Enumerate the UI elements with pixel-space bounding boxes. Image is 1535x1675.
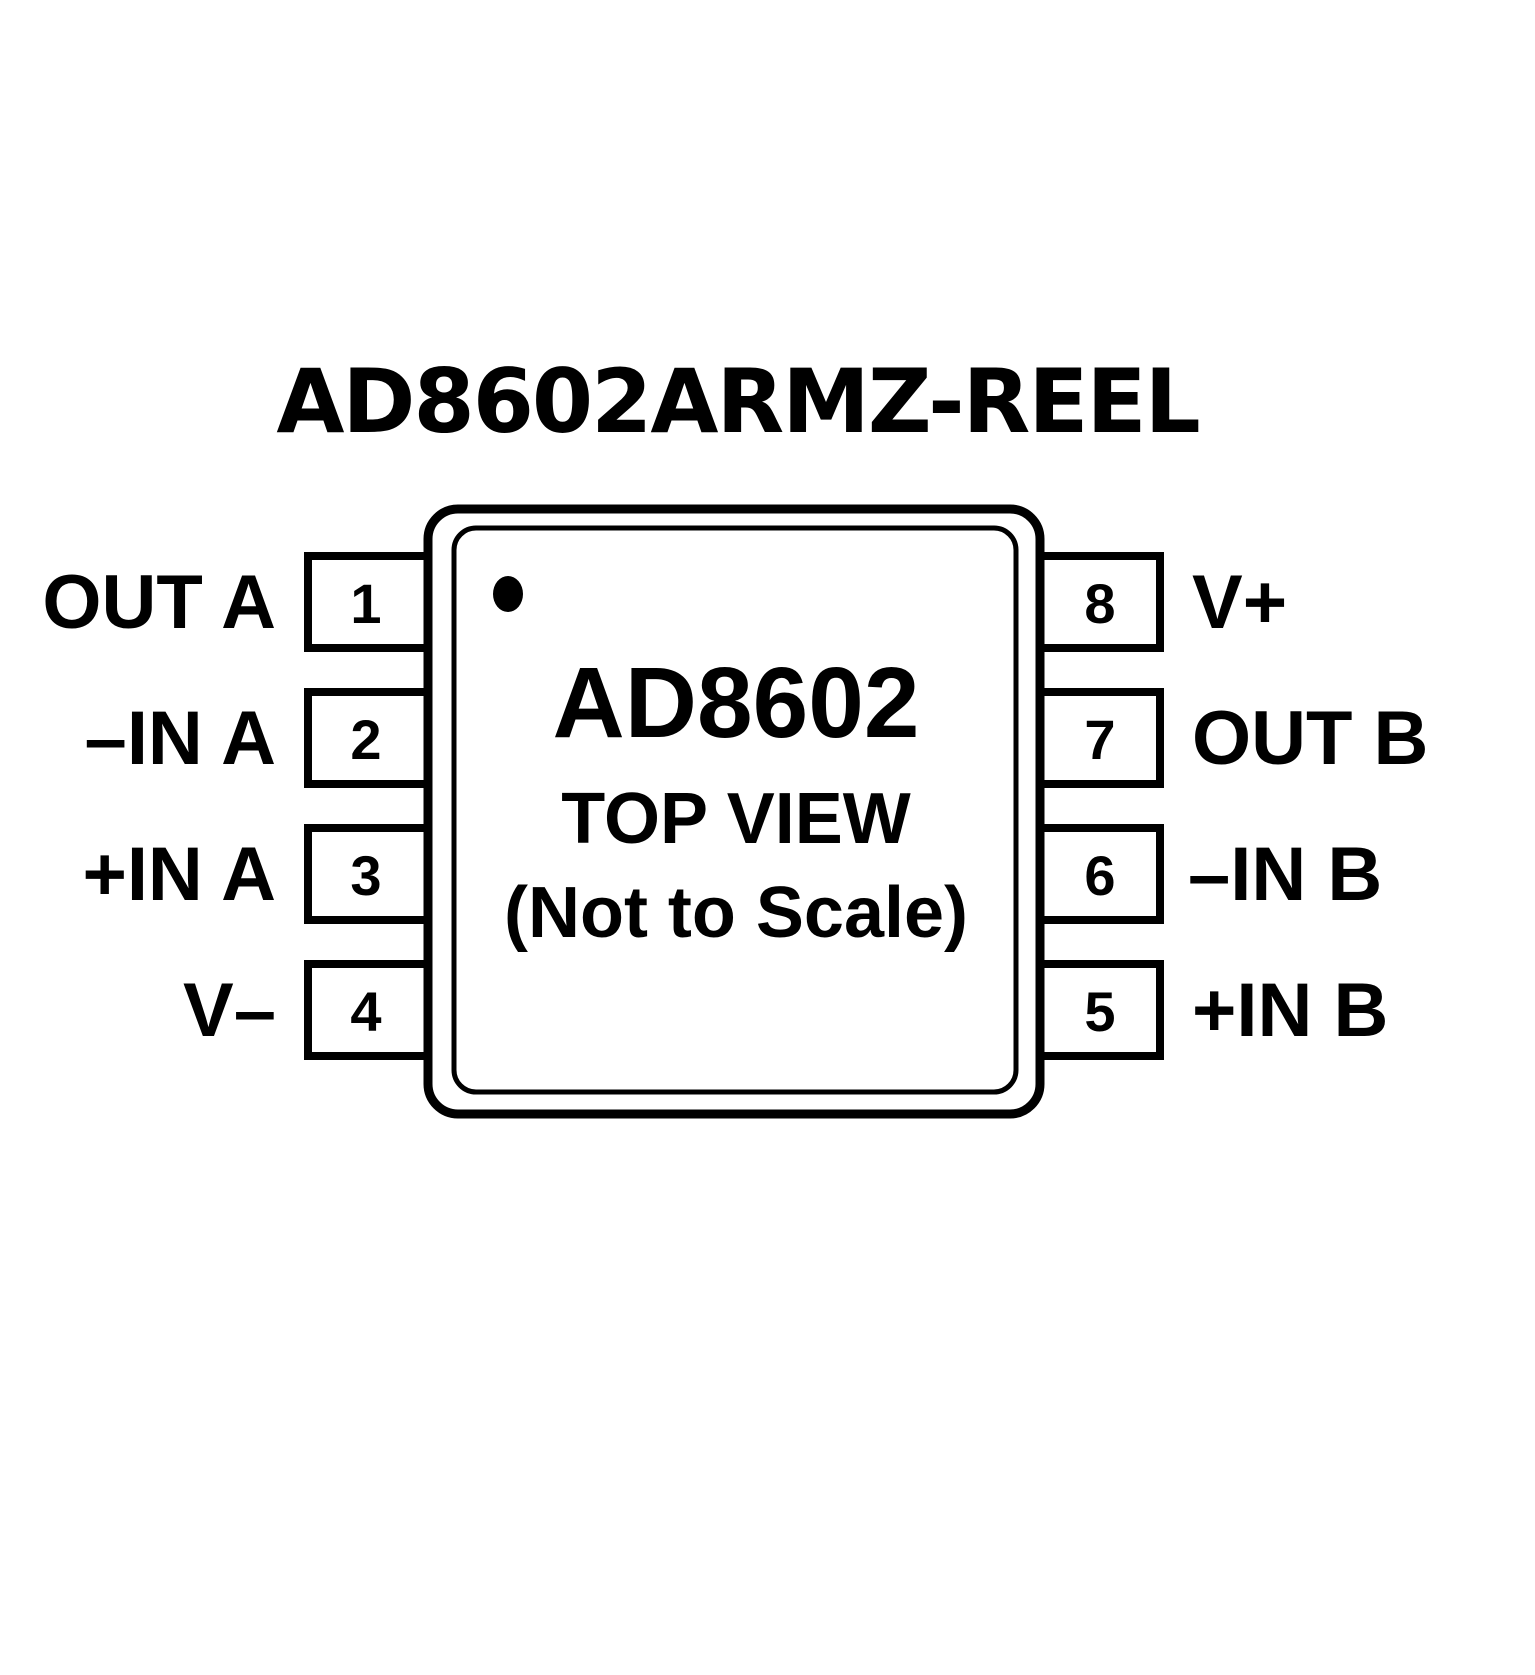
chip-body: AD8602 TOP VIEW (Not to Scale) <box>423 504 1045 1119</box>
pin-4-label: V– <box>183 968 276 1053</box>
pin-4-number: 4 <box>350 980 381 1043</box>
pin-5-label: +IN B <box>1192 968 1388 1053</box>
chip-scale-note: (Not to Scale) <box>504 873 968 953</box>
chip-view-label: TOP VIEW <box>561 779 910 859</box>
pin-2: 2 –IN A <box>85 688 432 788</box>
right-pins: 8 V+ 7 OUT B 6 –IN B 5 +IN B <box>1036 552 1428 1060</box>
pin-8: 8 V+ <box>1036 552 1287 652</box>
pin-3-label: +IN A <box>82 832 276 917</box>
pin-6-number: 6 <box>1084 844 1115 907</box>
pin-3: 3 +IN A <box>82 824 432 924</box>
pin-1-box <box>304 552 432 652</box>
pin-1-label: OUT A <box>42 560 276 645</box>
pin-8-label: V+ <box>1192 560 1287 645</box>
pin-1: 1 OUT A <box>42 552 432 652</box>
pin-4: 4 V– <box>183 960 432 1060</box>
chip-name: AD8602 <box>553 647 920 759</box>
pin-7: 7 OUT B <box>1036 688 1428 788</box>
part-number-title: AD8602ARMZ-REEL <box>276 350 1200 453</box>
pin-6: 6 –IN B <box>1036 824 1382 924</box>
pin1-marker-dot-icon <box>493 576 523 612</box>
pin-5: 5 +IN B <box>1036 960 1388 1060</box>
pin-8-number: 8 <box>1084 572 1115 635</box>
chip-body-inner <box>451 525 1019 1095</box>
pin-3-number: 3 <box>350 844 381 907</box>
pin-7-box <box>1036 688 1164 788</box>
pin-1-number: 1 <box>350 572 381 635</box>
pin-5-number: 5 <box>1084 980 1115 1043</box>
left-pins: 1 OUT A 2 –IN A 3 +IN A 4 V– <box>42 552 432 1060</box>
pin-6-label: –IN B <box>1188 832 1382 917</box>
pin-8-box <box>1036 552 1164 652</box>
pin-2-label: –IN A <box>85 696 276 781</box>
pin-7-number: 7 <box>1084 708 1115 771</box>
pin-2-box <box>304 688 432 788</box>
pin-3-box <box>304 824 432 924</box>
pin-7-label: OUT B <box>1192 696 1428 781</box>
pin-2-number: 2 <box>350 708 381 771</box>
